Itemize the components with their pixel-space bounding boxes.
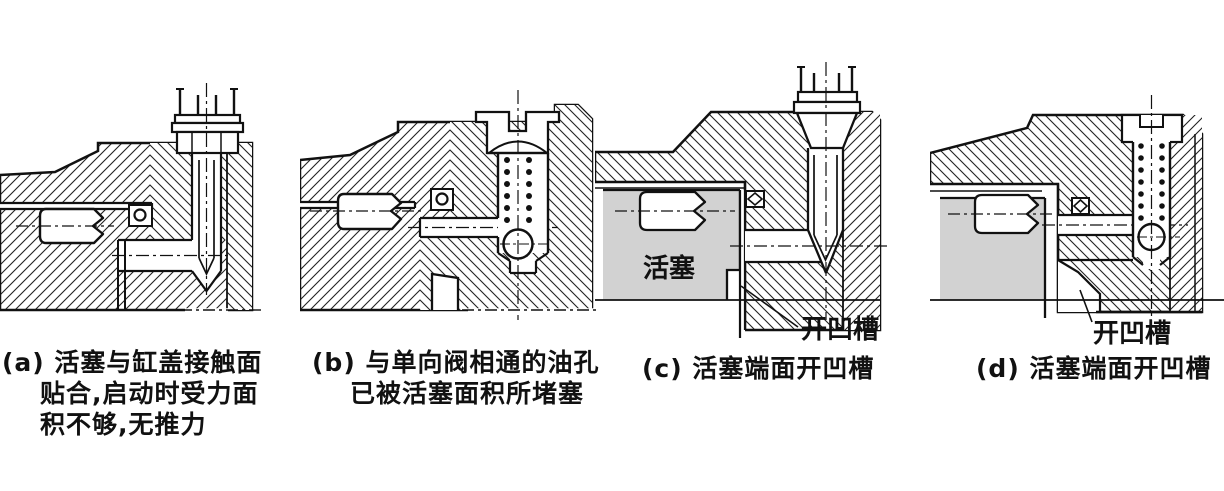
caption-b-line1: (b) 与单向阀相通的油孔 — [312, 348, 600, 377]
bolt-fitting — [170, 88, 245, 155]
valve-spring — [504, 157, 532, 223]
diagram-a — [0, 83, 262, 312]
rod-seal — [615, 190, 735, 232]
caption-a: (a) 活塞与缸盖接触面 贴合,启动时受力面 积不够,无推力 — [2, 347, 262, 440]
check-valve — [496, 153, 550, 275]
caption-c: (c) 活塞端面开凹槽 — [642, 353, 874, 384]
oil-channel — [1042, 213, 1188, 262]
oil-channel — [408, 216, 558, 239]
valve-spring — [1138, 143, 1165, 221]
backup-ring-seal — [745, 190, 765, 208]
groove-callout: 开凹槽 — [1079, 289, 1171, 349]
caption-a-line1: (a) 活塞与缸盖接触面 — [2, 348, 263, 377]
poppet-valve — [813, 155, 838, 263]
caption-a-line3: 积不够,无推力 — [40, 410, 207, 439]
diagram-d: 开凹槽 — [930, 95, 1224, 349]
piston-notch — [430, 272, 460, 310]
caption-a-line2: 贴合,启动时受力面 — [40, 379, 259, 408]
caption-c-line: (c) 活塞端面开凹槽 — [642, 354, 875, 383]
groove-callout: 开凹槽 — [740, 285, 879, 345]
caption-b: (b) 与单向阀相通的油孔 已被活塞面积所堵塞 — [312, 347, 599, 409]
rod-seal — [16, 207, 114, 245]
poppet-valve — [198, 160, 215, 277]
groove-label: 开凹槽 — [801, 315, 879, 345]
oring-seal — [430, 188, 454, 211]
diagram-b — [300, 90, 600, 320]
leader-line — [740, 285, 799, 328]
rod-seal — [948, 193, 1055, 235]
diagram-c: 活塞 开凹槽 — [595, 62, 887, 345]
end-face-groove — [1057, 259, 1202, 314]
piston-section: 活塞 — [603, 182, 747, 338]
caption-b-line2: 已被活塞面积所堵塞 — [350, 379, 585, 408]
oring-seal — [128, 204, 153, 227]
leader-line — [1079, 289, 1093, 323]
piston-label: 活塞 — [643, 253, 695, 284]
caption-d: (d) 活塞端面开凹槽 — [976, 353, 1211, 384]
backup-ring-seal — [1071, 197, 1090, 215]
bolt-fitting — [792, 66, 862, 150]
screw-plug — [474, 110, 561, 155]
groove-label: 开凹槽 — [1093, 319, 1171, 349]
caption-d-line: (d) 活塞端面开凹槽 — [976, 354, 1212, 383]
rod-seal — [310, 192, 422, 231]
